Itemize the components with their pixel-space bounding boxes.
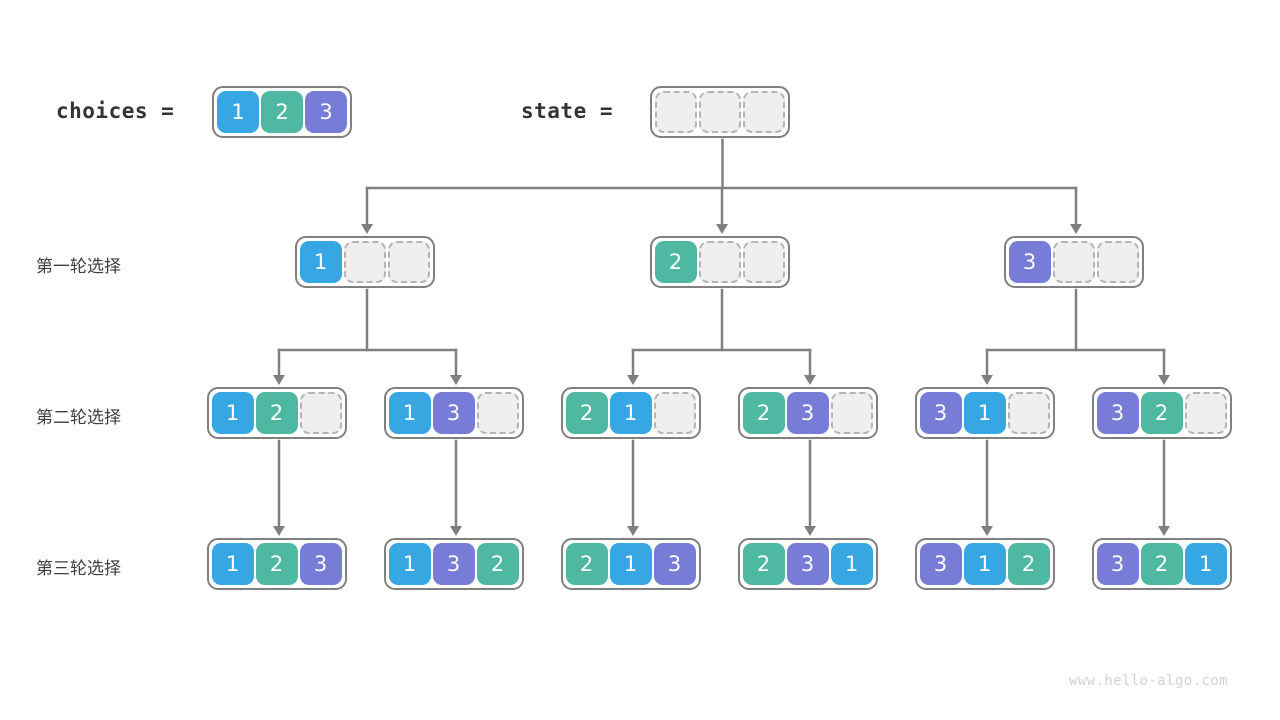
state-array-round-1-node-2: 2 xyxy=(649,236,790,288)
cell-empty xyxy=(743,91,785,133)
state-label: state = xyxy=(521,99,614,123)
cell-value-3: 3 xyxy=(299,543,342,585)
edge-arrowhead xyxy=(627,526,639,536)
cell-value-2: 2 xyxy=(565,543,608,585)
cell-value-2: 2 xyxy=(742,392,785,434)
cell-value-2: 2 xyxy=(255,543,298,585)
cell-value-1: 1 xyxy=(963,543,1006,585)
cell-empty xyxy=(1007,392,1050,434)
state-array xyxy=(650,86,790,138)
cell-value-1: 1 xyxy=(211,543,254,585)
cell-value-2: 2 xyxy=(742,543,785,585)
cell-value-1: 1 xyxy=(388,543,431,585)
cell-value-2: 2 xyxy=(1140,543,1183,585)
edge-arrowhead xyxy=(627,375,639,385)
cell-empty xyxy=(699,91,741,133)
watermark: www.hello-algo.com xyxy=(1069,673,1228,689)
cell-value-3: 3 xyxy=(919,392,962,434)
row-label-round-2: 第二轮选择 xyxy=(36,408,121,428)
cell-empty xyxy=(698,241,741,283)
row-label-round-1: 第一轮选择 xyxy=(36,257,121,277)
cell-value-1: 1 xyxy=(963,392,1006,434)
edge-arrowhead xyxy=(450,526,462,536)
edge-arrowhead xyxy=(1158,526,1170,536)
cell-empty xyxy=(1096,241,1139,283)
cell-value-1: 1 xyxy=(388,392,431,434)
cell-value-3: 3 xyxy=(1096,543,1139,585)
cell-value-3: 3 xyxy=(919,543,962,585)
cell-empty xyxy=(1052,241,1095,283)
edge-arrowhead xyxy=(804,375,816,385)
state-array-round-1-node-1: 1 xyxy=(294,236,435,288)
cell-value-2: 2 xyxy=(565,392,608,434)
cell-value-3: 3 xyxy=(653,543,696,585)
edge-arrowhead xyxy=(450,375,462,385)
choices-label: choices = xyxy=(56,99,175,123)
state-array-round-1-node-3: 3 xyxy=(1003,236,1144,288)
cell-value-1: 1 xyxy=(830,543,873,585)
cell-value-3: 3 xyxy=(1008,241,1051,283)
row-label-round-3: 第三轮选择 xyxy=(36,559,121,579)
cell-value-2: 2 xyxy=(1007,543,1050,585)
cell-empty xyxy=(655,91,697,133)
edge-arrowhead xyxy=(273,526,285,536)
cell-value-2: 2 xyxy=(1140,392,1183,434)
edge-arrowhead xyxy=(1158,375,1170,385)
cell-empty xyxy=(830,392,873,434)
cell-value-1: 1 xyxy=(609,543,652,585)
cell-empty xyxy=(1184,392,1227,434)
cell-empty xyxy=(476,392,519,434)
cell-value-3: 3 xyxy=(786,392,829,434)
edge-arrowhead xyxy=(981,375,993,385)
cell-value-3: 3 xyxy=(786,543,829,585)
cell-empty xyxy=(742,241,785,283)
cell-value-3: 3 xyxy=(432,392,475,434)
edge-arrowhead xyxy=(361,224,373,234)
edge-arrowhead xyxy=(981,526,993,536)
cell-value-2: 2 xyxy=(255,392,298,434)
edge-arrowhead xyxy=(716,224,728,234)
cell-value-3: 3 xyxy=(1096,392,1139,434)
cell-value-2: 2 xyxy=(261,91,303,133)
cell-value-2: 2 xyxy=(476,543,519,585)
cell-value-2: 2 xyxy=(654,241,697,283)
cell-empty xyxy=(299,392,342,434)
cell-value-1: 1 xyxy=(609,392,652,434)
cell-value-3: 3 xyxy=(432,543,475,585)
edge-arrowhead xyxy=(804,526,816,536)
cell-value-3: 3 xyxy=(305,91,347,133)
cell-empty xyxy=(387,241,430,283)
cell-value-1: 1 xyxy=(299,241,342,283)
cell-empty xyxy=(343,241,386,283)
edge-arrowhead xyxy=(273,375,285,385)
cell-empty xyxy=(653,392,696,434)
cell-value-1: 1 xyxy=(211,392,254,434)
edge-arrowhead xyxy=(1070,224,1082,234)
cell-value-1: 1 xyxy=(1184,543,1227,585)
cell-value-1: 1 xyxy=(217,91,259,133)
